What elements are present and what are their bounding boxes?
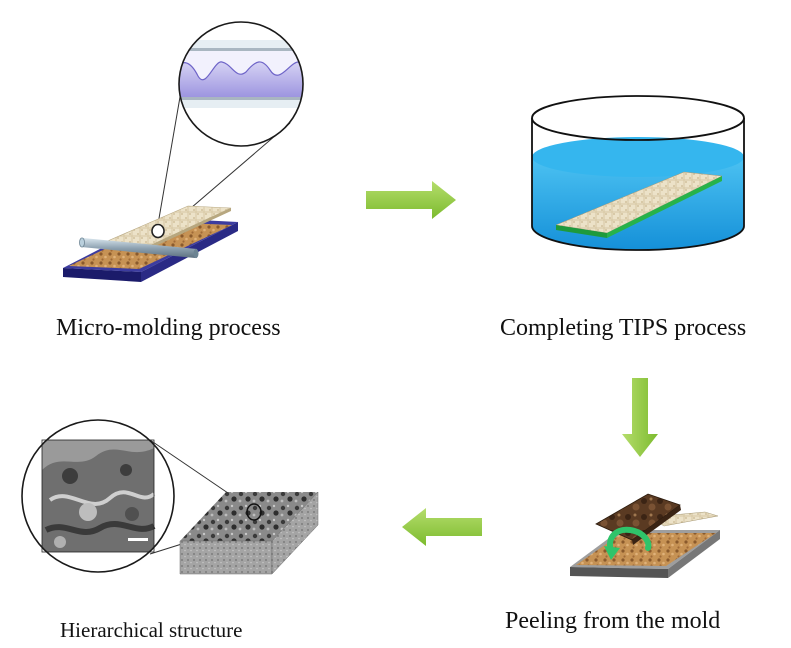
magnifier-inset-icon <box>178 21 304 147</box>
zoom-marker-circle <box>151 223 165 239</box>
caption-micro-molding: Micro-molding process <box>56 315 281 341</box>
bath-surface <box>532 137 744 177</box>
flow-arrow-down <box>622 378 658 457</box>
tips-bath-illustration <box>531 95 745 251</box>
flow-arrow-right <box>366 181 456 219</box>
sem-inset-icon <box>21 419 175 573</box>
mold-base-front <box>63 268 141 282</box>
roller-tube <box>79 237 199 259</box>
zoom-line-left <box>156 96 181 231</box>
scaffold-sheet-edge <box>149 208 231 249</box>
scale-bar <box>128 538 148 541</box>
caption-tips-process: Completing TIPS process <box>500 315 747 341</box>
caption-hierarchical: Hierarchical structure <box>60 618 243 642</box>
curved-arrow-icon <box>604 526 652 560</box>
peeling-illustration <box>570 493 720 578</box>
sem-marker-circle <box>246 503 262 521</box>
film-edge-front <box>556 225 607 238</box>
micro-molding-illustration <box>63 21 304 282</box>
flow-arrow-left <box>402 508 482 546</box>
sem-block-front <box>179 540 273 575</box>
film-edge-side <box>607 176 722 238</box>
hierarchical-illustration <box>21 419 319 575</box>
caption-peeling: Peeling from the mold <box>505 608 721 634</box>
sem-block-side <box>271 491 319 575</box>
